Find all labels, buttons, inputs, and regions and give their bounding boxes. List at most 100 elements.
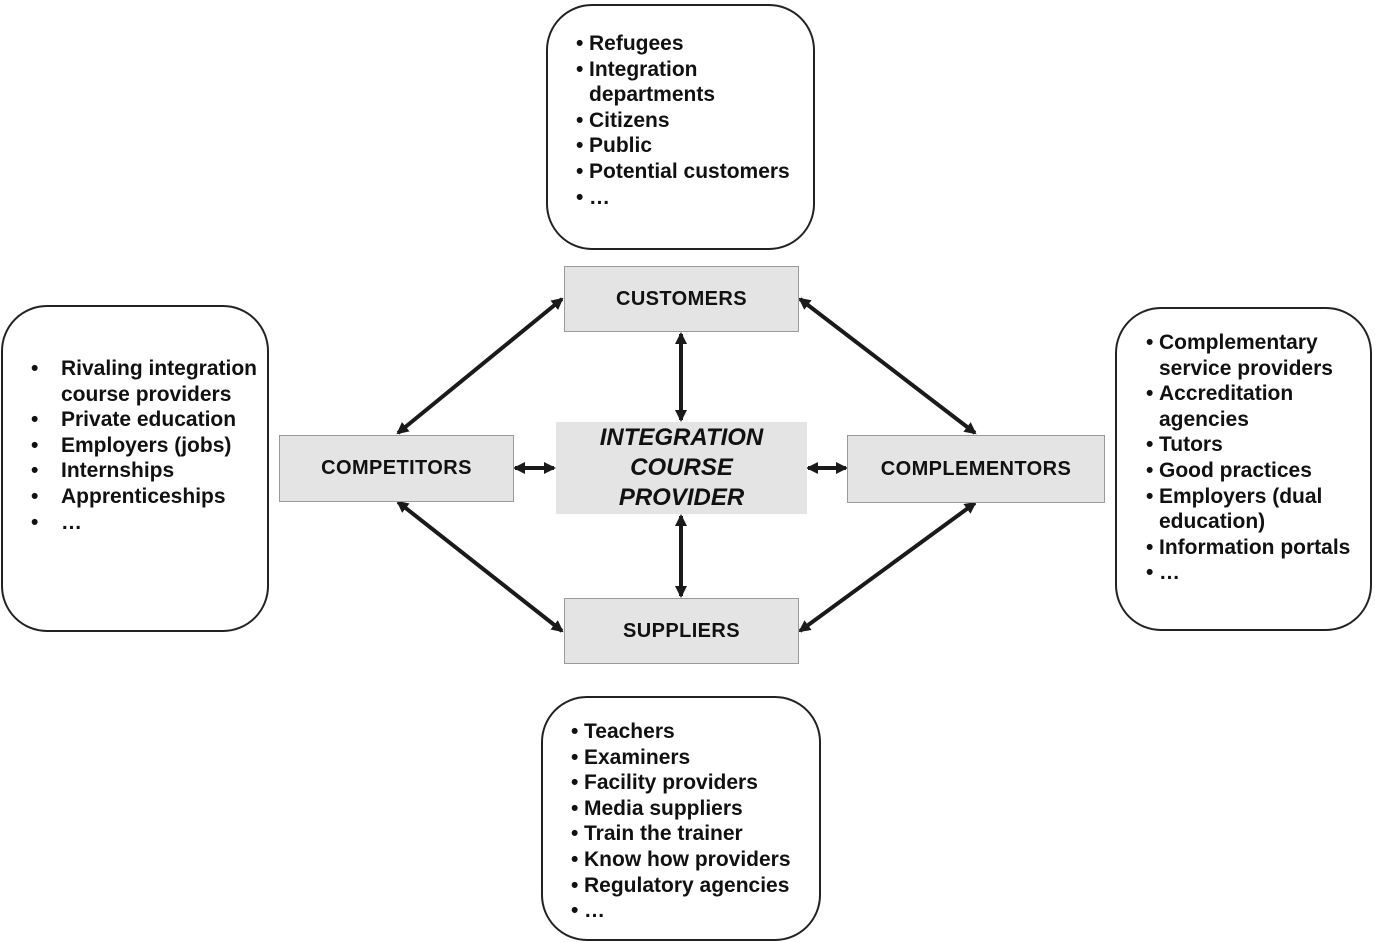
- list-item: • Rivaling integration course providers: [31, 356, 267, 407]
- list-item-text: Rivaling integration course providers: [61, 357, 258, 406]
- bullet-icon: •: [571, 847, 579, 871]
- list-item: •…: [571, 898, 819, 924]
- list-item: •Good practices: [1146, 458, 1370, 484]
- bullet-icon: •: [1146, 458, 1154, 482]
- list-item-text: Refugees: [589, 32, 684, 55]
- bullet-icon: •: [31, 484, 39, 508]
- list-item: •Know how providers: [571, 847, 819, 873]
- list-item-text: Integration departments: [589, 57, 716, 107]
- bullet-icon: •: [31, 459, 39, 483]
- competitors-box: COMPETITORS: [279, 435, 514, 502]
- list-item-text: Employers (jobs): [61, 433, 232, 457]
- bullet-icon: •: [576, 134, 584, 158]
- list-item-text: Good practices: [1159, 458, 1312, 482]
- list-item: •…: [576, 185, 813, 211]
- bullet-icon: •: [576, 159, 584, 183]
- list-item: • Private education: [31, 407, 267, 433]
- bullet-icon: •: [571, 822, 579, 846]
- list-item: •Information portals: [1146, 535, 1370, 561]
- arrow-suppliers-complementors: [798, 501, 977, 633]
- bullet-icon: •: [31, 357, 39, 380]
- bullet-icon: •: [1146, 561, 1154, 585]
- bullet-icon: •: [571, 796, 579, 820]
- arrow-customers-complementors: [798, 297, 977, 435]
- list-item-text: Information portals: [1159, 535, 1351, 559]
- list-item-text: Facility providers: [584, 771, 758, 795]
- list-item-text: Teachers: [584, 720, 675, 743]
- arrow-competitors-suppliers: [396, 500, 564, 633]
- bullet-icon: •: [31, 408, 39, 432]
- center-label: INTEGRATION COURSE PROVIDER: [599, 424, 764, 511]
- list-item: •Media suppliers: [571, 796, 819, 822]
- bullet-icon: •: [576, 108, 584, 132]
- competitors-list: • Rivaling integration course providers • P…: [31, 356, 267, 535]
- arrow-competitors-customers: [396, 297, 564, 435]
- list-item: •Facility providers: [571, 770, 819, 796]
- bullet-icon: •: [1146, 433, 1154, 457]
- list-item-text: Regulatory agencies: [584, 873, 790, 897]
- list-item-text: Citizens: [589, 108, 670, 132]
- list-item-text: Internships: [61, 459, 175, 483]
- bullet-icon: •: [571, 771, 579, 795]
- list-item-text: Examiners: [584, 745, 691, 769]
- list-item-text: Public: [589, 134, 653, 158]
- suppliers-list: •Teachers•Examiners•Facility providers•M…: [571, 719, 819, 924]
- bullet-icon: •: [31, 510, 39, 534]
- list-item: •…: [1146, 560, 1370, 586]
- bullet-icon: •: [1146, 484, 1154, 508]
- list-item-text: Know how providers: [584, 847, 791, 871]
- list-item: •Accreditation agencies: [1146, 381, 1370, 432]
- bullet-icon: •: [571, 873, 579, 897]
- list-item-text: …: [61, 510, 82, 534]
- list-item: •Train the trainer: [571, 821, 819, 847]
- complementors-box: COMPLEMENTORS: [847, 435, 1105, 503]
- bullet-icon: •: [576, 57, 584, 81]
- list-item: •Refugees: [576, 31, 813, 57]
- bullet-icon: •: [1146, 331, 1154, 354]
- list-item-text: Tutors: [1159, 433, 1223, 457]
- list-item-text: Media suppliers: [584, 796, 743, 820]
- bullet-icon: •: [571, 745, 579, 769]
- integration-course-provider-box: INTEGRATION COURSE PROVIDER: [556, 422, 807, 514]
- list-item-text: …: [584, 899, 605, 923]
- bullet-icon: •: [571, 720, 579, 743]
- customers-note: •Refugees•Integration departments•Citize…: [546, 4, 815, 250]
- complementors-list: •Complementary service providers•Accredi…: [1146, 330, 1370, 586]
- list-item: •Citizens: [576, 108, 813, 134]
- suppliers-box: SUPPLIERS: [564, 598, 799, 664]
- customers-box: CUSTOMERS: [564, 266, 799, 332]
- bullet-icon: •: [31, 433, 39, 457]
- bullet-icon: •: [576, 185, 584, 209]
- list-item: • Apprenticeships: [31, 484, 267, 510]
- list-item-text: Apprenticeships: [61, 484, 226, 508]
- list-item-text: …: [589, 185, 610, 209]
- suppliers-note: •Teachers•Examiners•Facility providers•M…: [541, 696, 821, 941]
- list-item: • Employers (jobs): [31, 433, 267, 459]
- bullet-icon: •: [571, 899, 579, 923]
- list-item: •Examiners: [571, 745, 819, 771]
- list-item-text: Potential customers: [589, 159, 790, 183]
- list-item: •Integration departments: [576, 57, 813, 108]
- list-item-text: Train the trainer: [584, 822, 743, 846]
- list-item: •…: [31, 510, 267, 536]
- list-item: •Teachers: [571, 719, 819, 745]
- list-item: •Tutors: [1146, 432, 1370, 458]
- complementors-note: •Complementary service providers•Accredi…: [1115, 307, 1372, 631]
- bullet-icon: •: [1146, 382, 1154, 406]
- list-item-text: Accreditation agencies: [1159, 382, 1294, 431]
- list-item-text: Private education: [61, 408, 237, 432]
- list-item: •Public: [576, 133, 813, 159]
- list-item: •Potential customers: [576, 159, 813, 185]
- competitors-note: • Rivaling integration course providers • P…: [1, 305, 269, 632]
- list-item-text: …: [1159, 561, 1180, 585]
- list-item: • Internships: [31, 458, 267, 484]
- list-item-text: Employers (dual education): [1159, 484, 1323, 534]
- bullet-icon: •: [576, 32, 584, 55]
- list-item-text: Complementary service providers: [1159, 331, 1333, 380]
- bullet-icon: •: [1146, 535, 1154, 559]
- list-item: •Complementary service providers: [1146, 330, 1370, 381]
- list-item: •Regulatory agencies: [571, 873, 819, 899]
- customers-list: •Refugees•Integration departments•Citize…: [576, 31, 813, 210]
- list-item: •Employers (dual education): [1146, 484, 1370, 535]
